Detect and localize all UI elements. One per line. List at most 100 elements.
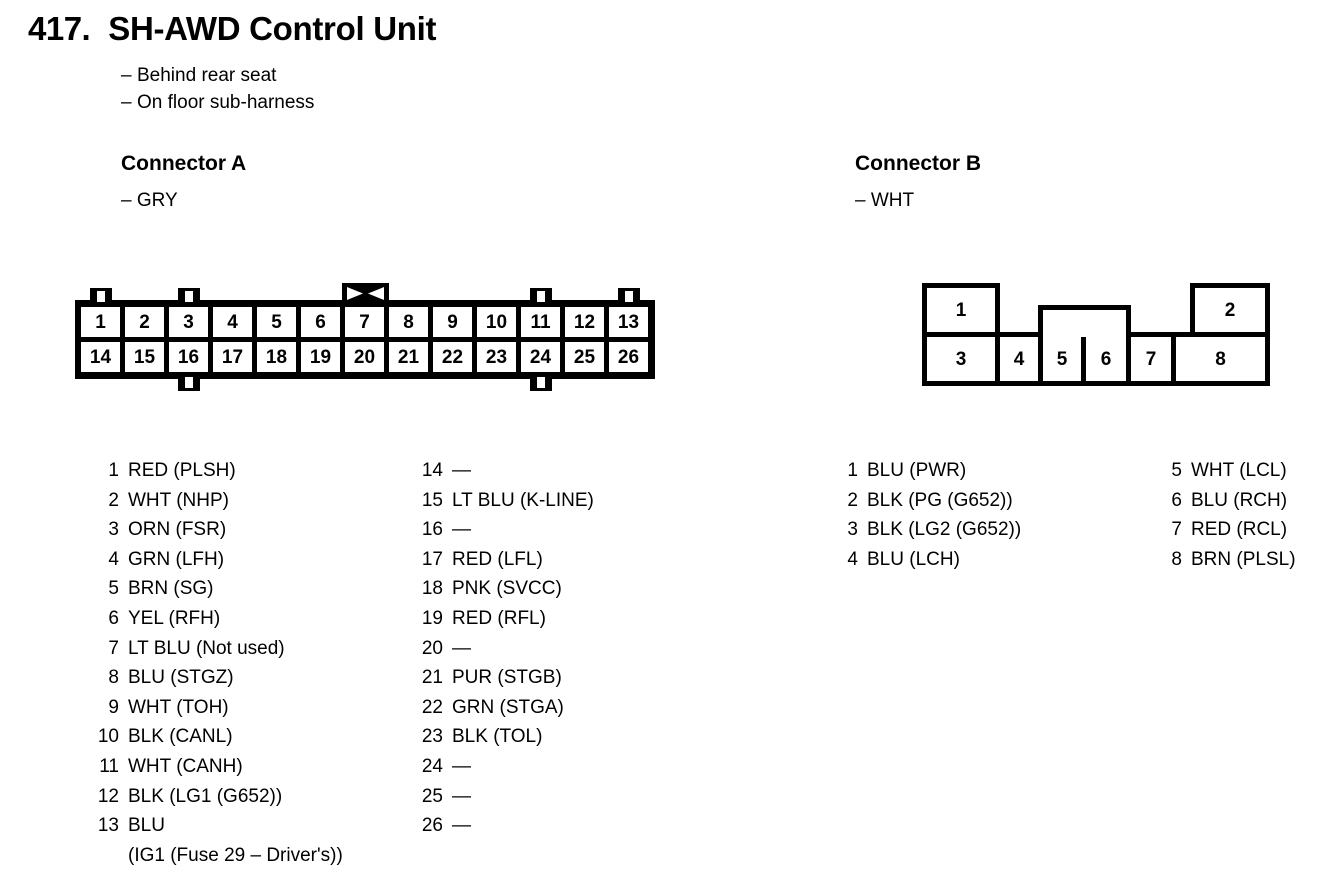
connector-a-pin-description-25: — [452,785,471,807]
connector-b-pin-number-5: 5 [1171,460,1182,481]
connector-a-pin-number-1: 1 [108,460,119,481]
connector-a-pin-number-23: 23 [421,726,443,748]
connector-a-pin-entry-10: 10 BLK (CANL) [89,722,343,752]
location-note-0: –Behind rear seat [121,62,314,89]
connector-a-pin-cell-9: 9 [433,307,472,337]
connector-a-pin-description-19: RED (RFL) [452,607,546,629]
connector-a-pin-number-24: 24 [421,755,443,777]
connector-a-pin-entry-11: 11 WHT (CANH) [89,752,343,782]
connector-a-pin-number-25: 25 [421,785,443,807]
connector-a-pin-cell-13: 13 [609,307,648,337]
connector-b-pin-description-7: RED (RCL) [1191,519,1288,541]
connector-a-pin-description-20: — [452,637,471,659]
connector-a-pin-cell-10: 10 [477,307,516,337]
connector-a-pin-number-10: 10 [97,726,119,748]
connector-a-pin-number-16: 16 [421,519,443,541]
connector-b-pin-cell-7: 7 [1126,332,1176,386]
note-dash-icon: – [121,65,132,86]
connector-b-pin-description-8: BRN (PLSL) [1191,548,1296,570]
connector-a-pin-cell-18: 18 [257,342,296,372]
connector-b-pin-cell-5: 5 [1038,332,1086,386]
connector-a-pin-number-8: 8 [108,667,119,689]
connector-a-pin-cell-19: 19 [301,342,340,372]
connector-b-pin-description-6: BLU (RCH) [1191,489,1288,511]
connector-b-pin-number-1: 1 [847,460,858,481]
connector-a-pin-description-17: RED (LFL) [452,548,543,570]
connector-a-pin-cell-5: 5 [257,307,296,337]
connector-b-pin-cell-4: 4 [995,332,1043,386]
connector-a-pin-description-12: BLK (LG1 (G652)) [128,785,283,807]
connector-a-pin-entry-25: 25 — [413,782,594,812]
connector-a-pin-description-10: BLK (CANL) [128,726,233,748]
connector-a-pin-description-8: BLU (STGZ) [128,667,234,689]
connector-b-pin-cell-6: 6 [1081,332,1131,386]
connector-a-pin-entry-26: 26— [413,811,594,841]
connector-a-pin-cell-1: 1 [81,307,120,337]
connector-a-top-tab-pin-11 [529,288,552,302]
connector-a-pin-description-2: WHT (NHP) [128,489,229,511]
connector-b-pin-entry-7: 7 RED (RCL) [1152,515,1296,545]
connector-a-pin-description-3: ORN (FSR) [128,519,227,541]
bowtie-shape-icon [346,287,384,300]
note-dash-icon: – [121,92,132,113]
connector-a-pin-description-24: — [452,755,471,777]
page-title: SH-AWD Control Unit [108,10,437,47]
connector-b-color-note: – WHT [855,190,915,211]
connector-b-pin-number-7: 7 [1171,519,1182,541]
location-note-1: –On floor sub-harness [121,89,314,116]
connector-a-pin-description-6: YEL (RFH) [128,607,221,629]
connector-a-pin-entry-6: 6 YEL (RFH) [89,604,343,634]
connector-a-pin-entry-14: 14— [413,456,594,486]
connector-a-pin-cell-24: 24 [521,342,560,372]
connector-a-pin-cell-21: 21 [389,342,428,372]
location-note-1-text: On floor sub-harness [137,92,315,113]
connector-b-pin-cell-3: 3 [922,332,1000,386]
location-note-0-text: Behind rear seat [137,65,277,86]
connector-a-pin-entry-16: 16— [413,515,594,545]
connector-b-pin-description-4: BLU (LCH) [867,548,960,570]
connector-a-pin-entry-24: 24 — [413,752,594,782]
connector-a-pin-cell-6: 6 [301,307,340,337]
connector-a-pin-cell-17: 17 [213,342,252,372]
connector-b-pin-cell-8: 8 [1171,332,1270,386]
connector-a-pin-number-14: 14 [421,460,443,481]
bowtie-latch-icon [341,283,389,303]
connector-a-pin-number-6: 6 [108,607,119,629]
connector-a-pin-number-11: 11 [99,755,119,777]
connector-a-pin-number-5: 5 [108,578,119,600]
connector-a-heading: Connector A [121,152,247,175]
connector-a-pin-number-26: 26 [421,815,443,837]
connector-a-pin-description-13-line2: (IG1 (Fuse 29 – Driver's)) [128,844,343,866]
connector-a-bottom-tab-pin-16 [177,377,200,391]
connector-a-pin-description-11: WHT (CANH) [128,755,243,777]
connector-a-pin-number-12: 12 [97,785,119,807]
connector-a-pin-number-22: 22 [421,696,443,718]
tab-notch [184,377,193,388]
connector-a-pin-cell-2: 2 [125,307,164,337]
connector-a-pin-description-9: WHT (TOH) [128,696,229,718]
connector-a-pin-cell-15: 15 [125,342,164,372]
connector-a-pin-number-21: 21 [421,667,443,689]
tab-notch [184,291,193,302]
connector-a-pin-description-23: BLK (TOL) [452,726,543,748]
connector-a-pin-entry-12: 12 BLK (LG1 (G652)) [89,782,343,812]
